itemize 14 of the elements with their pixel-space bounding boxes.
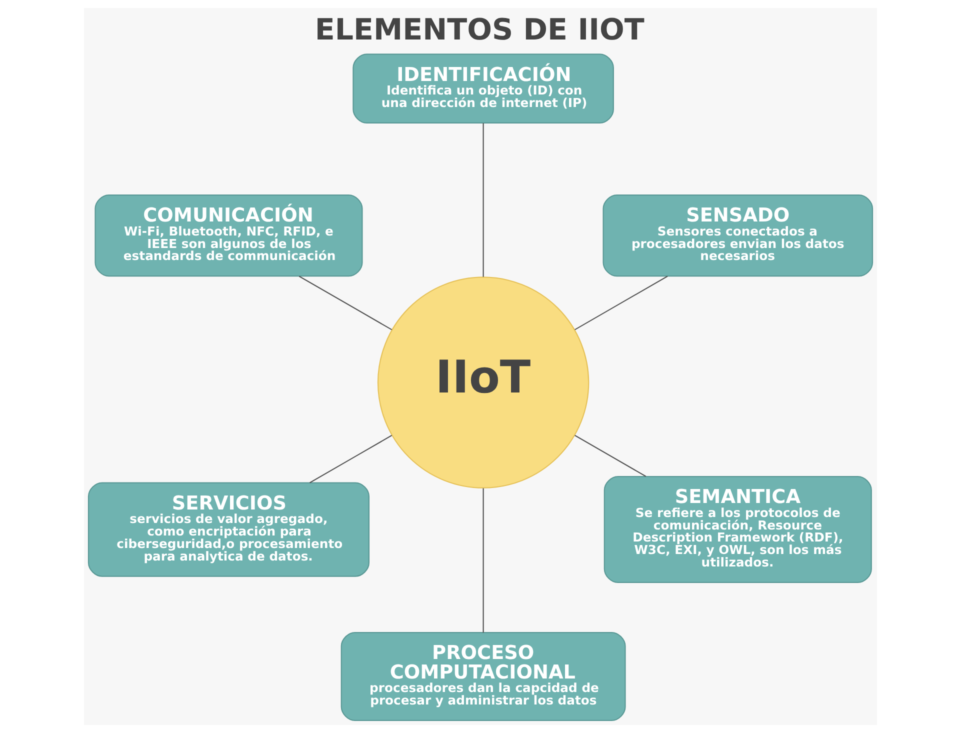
connector <box>574 276 668 330</box>
node-box: SEMANTICA Se refiere a los protocolos de comunicación, Resource Description Framework (RDF), W3C, EXI, y OWL, son los más utilizados. <box>603 476 872 584</box>
node-box: SENSADO Sensores conectados a procesadores envian los datos necesarios <box>602 194 873 277</box>
connector <box>482 488 484 633</box>
node-box: COMUNICACIÓN Wi-Fi, Bluetooth, NFC, RFID, e IEEE son algunos de los estandards de communicación <box>94 194 362 277</box>
node-box: PROCESO COMPUTACIONAL procesadores dan la capcidad de procesar y administrar los datos <box>340 632 626 721</box>
diagram-title: ELEMENTOS DE IIOT <box>314 12 644 46</box>
connector <box>298 276 392 330</box>
node-box: IDENTIFICACIÓN Identifica un objeto (ID) con una dirección de internet (IP) <box>352 54 614 124</box>
connector <box>482 123 484 277</box>
node-box: SERVICIOS servicios de valor agregado, como encriptación para ciberseguridad,o procesamiento para analytica de datos. <box>87 482 370 577</box>
connector <box>574 434 646 477</box>
node-circle: IIoT <box>376 276 589 488</box>
connector <box>308 434 392 484</box>
